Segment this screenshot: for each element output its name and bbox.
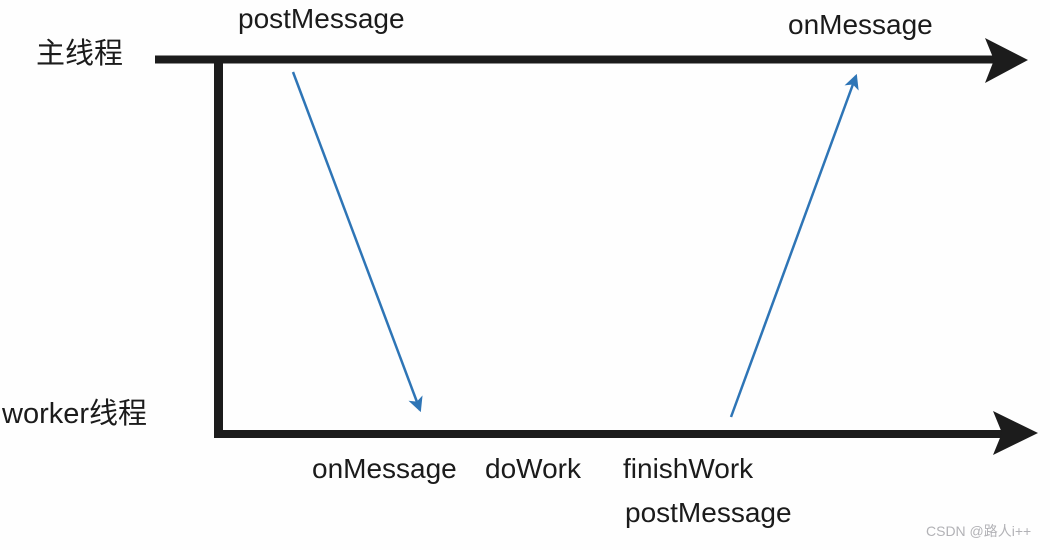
worker-postmessage-label: postMessage <box>625 497 792 528</box>
csdn-watermark: CSDN @路人i++ <box>926 523 1032 539</box>
main-thread-label: 主线程 <box>36 38 124 70</box>
message-arrow-worker-to-main <box>729 73 859 418</box>
message-arrow-main-to-worker <box>291 71 423 413</box>
worker-dowork-label: doWork <box>485 453 581 484</box>
worker-finishwork-label: finishWork <box>623 453 754 484</box>
worker-thread-label: worker线程 <box>2 398 148 430</box>
main-postmessage-label: postMessage <box>238 3 405 34</box>
main-thread-arrowhead-icon <box>985 38 1028 83</box>
main-onmessage-label: onMessage <box>788 9 933 40</box>
worker-thread-arrowhead-icon <box>993 411 1038 455</box>
worker-onmessage-label: onMessage <box>312 453 457 484</box>
